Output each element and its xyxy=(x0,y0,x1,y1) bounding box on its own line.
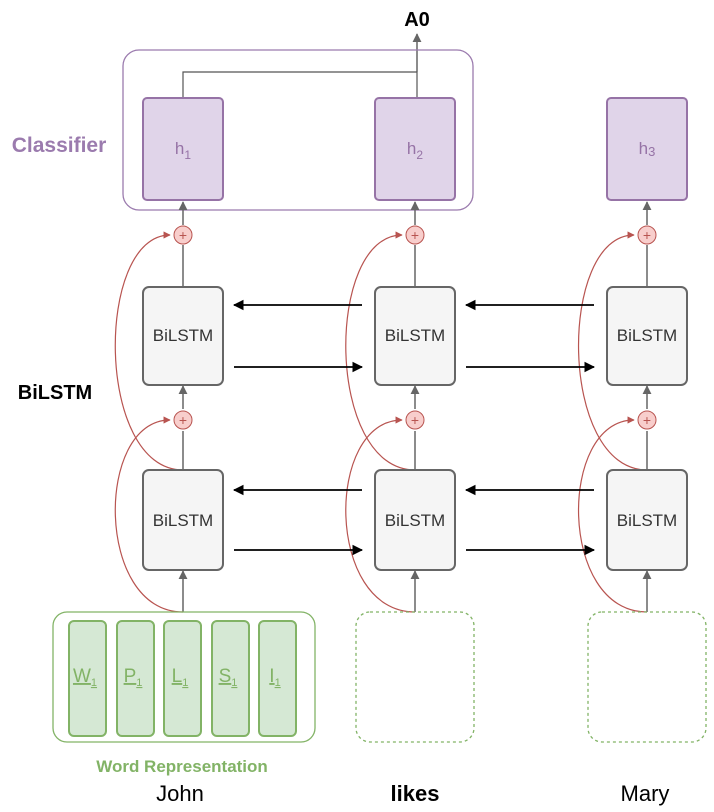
h1-to-output-line xyxy=(182,71,417,98)
svg-text:L1: L1 xyxy=(172,666,189,689)
residual-sum-node xyxy=(405,410,425,430)
bilstm-cell-lower-1 xyxy=(142,469,224,571)
svg-text:h2: h2 xyxy=(407,139,423,162)
svg-text:+: + xyxy=(179,227,187,243)
word-likes: likes xyxy=(391,781,440,806)
feature-w: W1 xyxy=(68,620,107,737)
svg-text:W1: W1 xyxy=(73,666,97,689)
column-1: BiLSTM BiLSTM + + xyxy=(114,201,224,613)
svg-text:P1: P1 xyxy=(124,666,143,689)
svg-text:+: + xyxy=(411,412,419,428)
output-label: A0 xyxy=(404,9,430,31)
classifier-container xyxy=(122,49,474,211)
svg-text:h3: h3 xyxy=(639,139,656,159)
bilstm-cell-lower-2 xyxy=(374,469,456,571)
word-representation-label: Word Representation xyxy=(96,757,268,776)
feature-l: L1 xyxy=(163,620,202,737)
hidden-state-h1: h1 xyxy=(142,97,224,201)
residual-sum-node xyxy=(173,410,193,430)
svg-text:I1: I1 xyxy=(269,666,280,689)
classifier-label: Classifier xyxy=(12,134,107,157)
svg-text:+: + xyxy=(643,412,651,428)
bilstm-cell-label: BiLSTM xyxy=(385,326,445,345)
bilstm-cell-upper-2 xyxy=(374,286,456,386)
word-representation-placeholder-likes xyxy=(355,611,475,743)
bilstm-cell-label: BiLSTM xyxy=(153,511,213,530)
recurrent-arrows-lower xyxy=(232,484,596,556)
residual-sum-node xyxy=(405,225,425,245)
svg-text:+: + xyxy=(179,412,187,428)
bilstm-layer-label: BiLSTM xyxy=(18,382,92,404)
word-john: John xyxy=(156,781,204,806)
feature-p: P1 xyxy=(116,620,155,737)
hidden-state-h2: h2 xyxy=(374,97,456,201)
svg-text:+: + xyxy=(643,227,651,243)
svg-text:S1: S1 xyxy=(219,666,238,689)
bilstm-cell-label: BiLSTM xyxy=(385,511,445,530)
word-mary: Mary xyxy=(621,781,670,806)
column-3: BiLSTM BiLSTM + + xyxy=(577,201,688,613)
residual-sum-node xyxy=(173,225,193,245)
word-representation-container xyxy=(52,611,316,743)
hidden-state-h3: h3 xyxy=(606,97,688,201)
svg-text:h1: h1 xyxy=(175,139,191,162)
bilstm-cell-upper-1 xyxy=(142,286,224,386)
bilstm-cell-upper-3 xyxy=(606,286,688,386)
feature-i: I1 xyxy=(258,620,297,737)
bilstm-cell-lower-3 xyxy=(606,469,688,571)
recurrent-arrows-upper xyxy=(232,299,596,373)
residual-sum-node xyxy=(637,225,657,245)
svg-text:+: + xyxy=(411,227,419,243)
word-representation-placeholder-mary xyxy=(587,611,707,743)
bilstm-cell-label: BiLSTM xyxy=(617,511,677,530)
bilstm-cell-label: BiLSTM xyxy=(617,326,677,345)
column-2: BiLSTM BiLSTM + + xyxy=(345,201,456,613)
bilstm-cell-label: BiLSTM xyxy=(153,326,213,345)
residual-sum-node xyxy=(637,410,657,430)
feature-s: S1 xyxy=(211,620,250,737)
